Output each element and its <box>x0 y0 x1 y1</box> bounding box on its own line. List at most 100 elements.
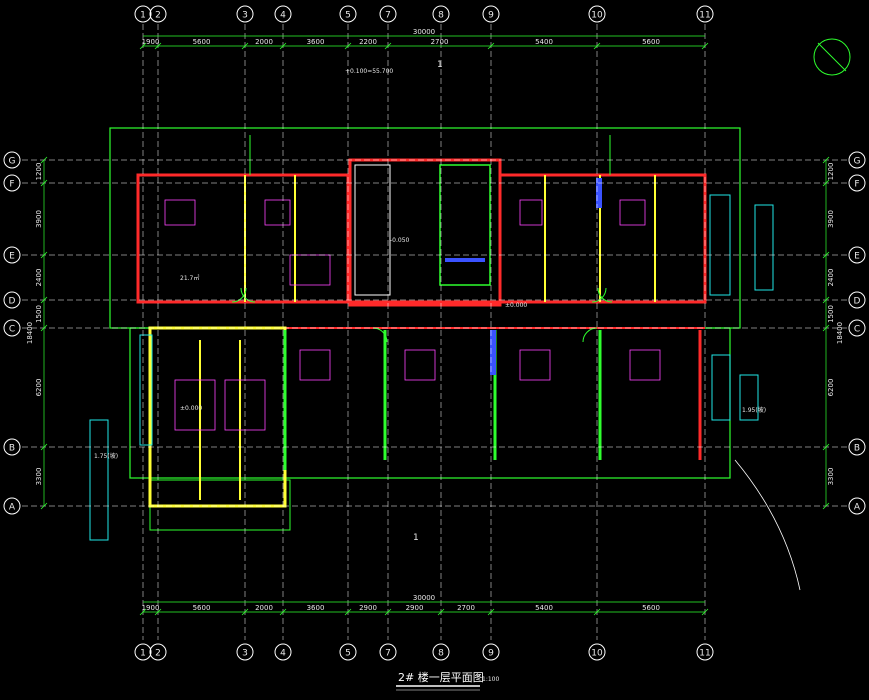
dim-text-v: 3300 <box>35 468 43 486</box>
dim-text: 5600 <box>193 604 211 612</box>
dim-text-v: 1500 <box>827 305 835 323</box>
axis-label-row-A: A <box>854 503 861 513</box>
dim-total: 30000 <box>413 28 435 36</box>
axis-bubble-col-5-top <box>339 5 357 23</box>
axis-label-col-10: 10 <box>591 649 603 659</box>
zero-elevation-label: ±0.000 <box>505 302 527 309</box>
dim-text: 5400 <box>535 38 553 46</box>
axis-label-col-4: 4 <box>280 649 286 659</box>
axis-label-col-8: 8 <box>438 649 444 659</box>
axis-bubble-col-9-bottom <box>482 643 500 661</box>
dim-text: 2700 <box>431 38 449 46</box>
axis-label-col-8: 8 <box>438 11 444 21</box>
axis-grid <box>22 24 848 640</box>
axis-label-row-C: C <box>9 325 15 335</box>
section-mark-top: 1 <box>437 60 443 70</box>
dimension-text: 1900 5600 2000 3600 2200 2700 5400 5600 30000 190… <box>26 28 844 616</box>
axis-bubble-row-F-left <box>3 174 21 192</box>
axis-label-col-11: 11 <box>699 11 710 21</box>
dim-total: 30000 <box>413 594 435 602</box>
dim-text: 5600 <box>642 38 660 46</box>
dim-text: 2700 <box>457 604 475 612</box>
axis-bubble-row-B-left <box>3 438 21 456</box>
neg-elevation-label: -0.050 <box>390 237 410 244</box>
axis-bubble-row-D-right <box>848 291 866 309</box>
axis-label-col-3: 3 <box>242 11 248 21</box>
axis-label-col-2: 2 <box>155 649 161 659</box>
axis-label-col-7: 7 <box>385 649 391 659</box>
axis-label-col-10: 10 <box>591 11 603 21</box>
axis-bubble-row-C-left <box>3 319 21 337</box>
axis-label-col-7: 7 <box>385 11 391 21</box>
axis-bubble-col-3-bottom <box>236 643 254 661</box>
axis-bubble-col-7-bottom <box>379 643 397 661</box>
axis-bubble-col-5-bottom <box>339 643 357 661</box>
axis-bubble-row-C-right <box>848 319 866 337</box>
axis-label-row-E: E <box>854 252 860 262</box>
axis-label-col-5: 5 <box>345 649 351 659</box>
dim-text-v: 6200 <box>35 379 43 397</box>
axis-label-row-D: D <box>9 297 16 307</box>
axis-bubble-row-G-right <box>848 151 866 169</box>
zero-elevation-label-2: ±0.000 <box>180 405 202 412</box>
dim-text: 2900 <box>359 604 377 612</box>
axis-label-col-1: 1 <box>140 11 146 21</box>
axis-label-row-G: G <box>854 157 861 167</box>
dim-text-v: 2400 <box>827 269 835 287</box>
axis-bubble-col-3-top <box>236 5 254 23</box>
axis-bubble-col-10-top <box>588 5 606 23</box>
ramp-note-right: 1.95(坡) <box>742 406 766 414</box>
axis-bubble-col-8-top <box>432 5 450 23</box>
axis-bubble-col-4-top <box>274 5 292 23</box>
axis-bubble-row-E-left <box>3 246 21 264</box>
dim-text: 3600 <box>307 38 325 46</box>
axis-bubble-row-F-right <box>848 174 866 192</box>
axis-label-row-E: E <box>9 252 15 262</box>
axis-bubble-row-B-right <box>848 438 866 456</box>
dim-total-v: 18400 <box>26 322 34 344</box>
dim-text: 5400 <box>535 604 553 612</box>
axis-bubble-col-11-bottom <box>696 643 714 661</box>
dim-text: 2200 <box>359 38 377 46</box>
dim-text: 2000 <box>255 38 273 46</box>
dim-text: 5600 <box>642 604 660 612</box>
dim-text: 2000 <box>255 604 273 612</box>
dim-text-v: 2400 <box>35 269 43 287</box>
axis-bubble-col-8-bottom <box>432 643 450 661</box>
axis-bubble-col-4-bottom <box>274 643 292 661</box>
axis-bubble-col-1-top <box>134 5 152 23</box>
axis-bubble-row-A-right <box>848 497 866 515</box>
dim-text: 1900 <box>142 604 160 612</box>
axis-bubble-col-10-bottom <box>588 643 606 661</box>
dim-text-v: 3900 <box>827 210 835 228</box>
axis-label-col-9: 9 <box>488 11 494 21</box>
axis-bubble-col-1-bottom <box>134 643 152 661</box>
dim-text: 2900 <box>406 604 424 612</box>
dim-text: 5600 <box>193 38 211 46</box>
axis-label-row-F: F <box>9 180 14 190</box>
axis-label-row-B: B <box>854 444 860 454</box>
building-outline <box>89 38 851 591</box>
drawing-title: 2# 楼一层平面图 <box>398 670 484 684</box>
dim-text: 3600 <box>307 604 325 612</box>
section-mark-bottom: 1 <box>413 533 419 543</box>
axis-bubble-col-9-top <box>482 5 500 23</box>
axis-label-row-F: F <box>854 180 859 190</box>
axis-label-row-A: A <box>9 503 16 513</box>
elevation-top-label: +0.100=55.700 <box>345 68 393 75</box>
dim-text-v: 1200 <box>35 163 43 181</box>
axis-bubble-row-E-right <box>848 246 866 264</box>
axis-label-col-11: 11 <box>699 649 710 659</box>
axis-label-col-4: 4 <box>280 11 286 21</box>
dim-text-v: 3900 <box>35 210 43 228</box>
dim-total-v: 18400 <box>836 322 844 344</box>
drawing-scale: 1:100 <box>482 676 499 683</box>
axis-label-col-5: 5 <box>345 11 351 21</box>
dim-text: 1900 <box>142 38 160 46</box>
axis-bubble-col-2-top <box>149 5 167 23</box>
plan-labels: +0.100=55.700 -0.050 ±0.000 ±0.000 21.7㎡… <box>94 60 766 684</box>
axis-bubble-row-A-left <box>3 497 21 515</box>
axis-bubble-col-7-top <box>379 5 397 23</box>
dim-text-v: 1200 <box>827 163 835 181</box>
